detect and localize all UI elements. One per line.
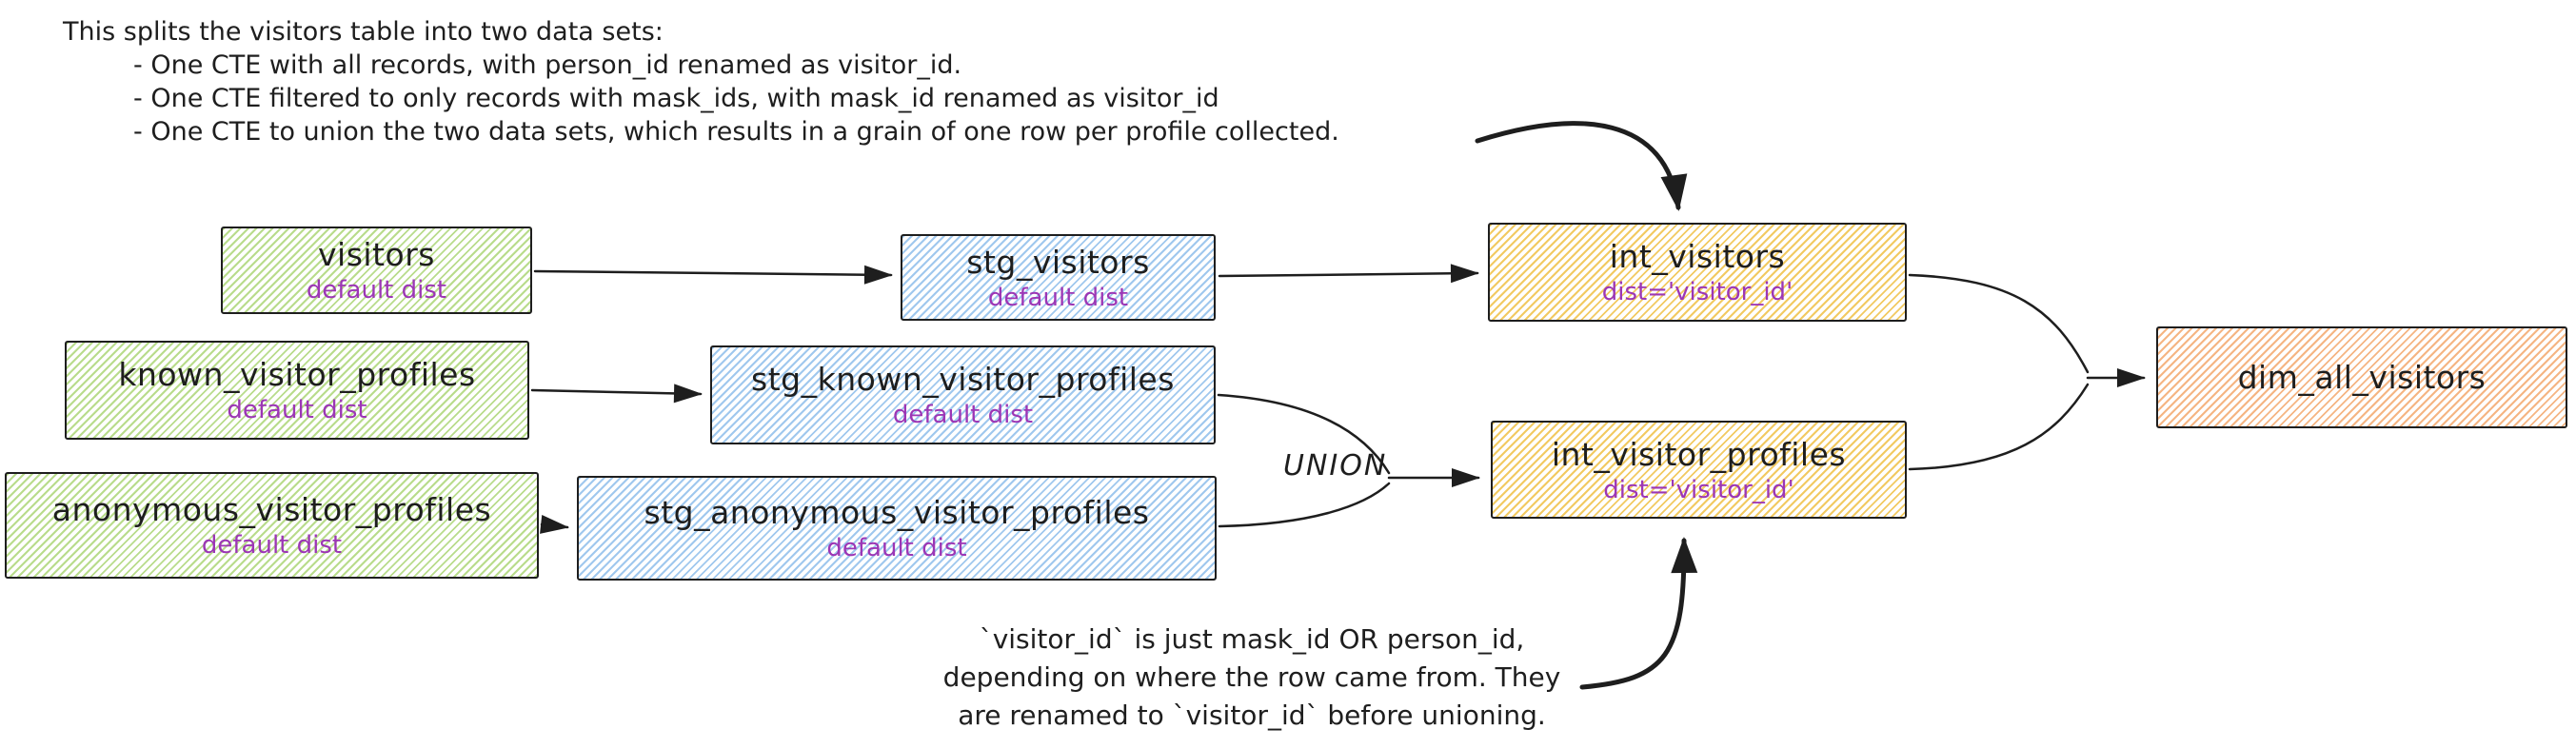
top-annotation-line-2: - One CTE with all records, with person_…	[133, 50, 962, 80]
node-subtitle: default dist	[306, 276, 447, 305]
node-subtitle: default dist	[201, 531, 343, 560]
node-title: known_visitor_profiles	[118, 356, 476, 393]
curve-int-visitor-profiles-to-dim-merge	[1908, 383, 2090, 471]
node-title: int_visitors	[1609, 238, 1786, 275]
node-title: stg_visitors	[966, 243, 1150, 281]
bottom-annotation: `visitor_id` is just mask_id OR person_i…	[923, 621, 1580, 735]
union-label: UNION	[1283, 449, 1388, 483]
arrow-anonymous-profiles-to-stg-anonymous-profiles	[540, 514, 569, 534]
arrow-stg-visitors-to-int-visitors	[1218, 264, 1479, 284]
arrow-bottom-annotation-to-int-visitor-profiles	[1579, 537, 1698, 690]
top-annotation-line-1: This splits the visitors table into two …	[63, 17, 664, 47]
node-title: dim_all_visitors	[2237, 358, 2487, 396]
node-title: visitors	[318, 236, 435, 273]
node-dim-all-visitors: dim_all_visitors	[2156, 326, 2567, 428]
curve-stg-known-profiles-to-union-merge	[1217, 393, 1391, 475]
node-subtitle: dist='visitor_id'	[1601, 278, 1793, 306]
node-visitors: visitors default dist	[221, 227, 532, 314]
curve-stg-anonymous-profiles-to-union-merge	[1218, 482, 1391, 528]
arrow-visitors-to-stg-visitors	[533, 265, 893, 285]
node-subtitle: default dist	[987, 283, 1129, 312]
node-subtitle: default dist	[892, 401, 1034, 429]
node-subtitle: dist='visitor_id'	[1603, 475, 1794, 504]
node-title: anonymous_visitor_profiles	[51, 491, 492, 528]
arrow-top-annotation-to-int-visitors	[1475, 121, 1688, 211]
curve-int-visitors-to-dim-merge	[1908, 273, 2090, 374]
top-annotation-line-4: - One CTE to union the two data sets, wh…	[133, 117, 1339, 147]
bottom-annotation-line-1: `visitor_id` is just mask_id OR person_i…	[979, 623, 1525, 655]
bottom-annotation-line-3: are renamed to `visitor_id` before union…	[958, 700, 1546, 731]
bottom-annotation-line-2: depending on where the row came from. Th…	[942, 661, 1561, 693]
node-subtitle: default dist	[227, 396, 367, 424]
node-title: int_visitor_profiles	[1551, 435, 1847, 473]
node-int-visitors: int_visitors dist='visitor_id'	[1488, 223, 1907, 322]
top-annotation: This splits the visitors table into two …	[63, 15, 1339, 148]
node-title: stg_known_visitor_profiles	[751, 361, 1175, 398]
arrow-known-profiles-to-stg-known-profiles	[530, 384, 703, 404]
top-annotation-line-3: - One CTE filtered to only records with …	[133, 84, 1219, 113]
node-subtitle: default dist	[826, 534, 967, 562]
node-title: stg_anonymous_visitor_profiles	[644, 494, 1150, 531]
